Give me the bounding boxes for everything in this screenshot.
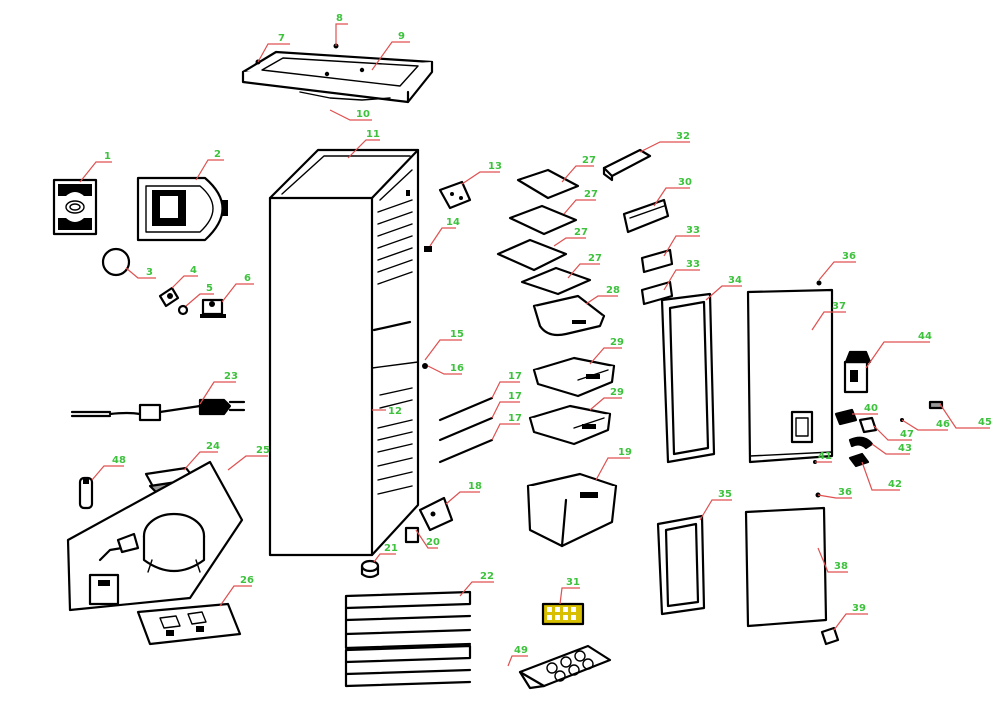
callout-label: 2: [214, 149, 221, 160]
callout-label: 34: [728, 275, 742, 286]
callout-label: 33: [686, 225, 700, 236]
dispenser-nozzle-part: [928, 400, 944, 410]
shelf-rail-part: [438, 396, 494, 464]
compressor-assembly-part: [66, 460, 244, 612]
dispenser-spout-part: [848, 436, 874, 450]
pcb-board-part: [136, 602, 242, 646]
callout-label: 10: [356, 109, 370, 120]
callout-label: 7: [278, 33, 285, 44]
callout-label: 36: [842, 251, 856, 262]
callout-label: 27: [574, 227, 588, 238]
power-cord-part: [70, 398, 246, 422]
dispenser-lever-part: [834, 408, 858, 426]
refrigerator-door-part: [744, 288, 834, 628]
callout-label: 24: [206, 441, 220, 452]
callout-label: 23: [224, 371, 238, 382]
callout-label: 1: [104, 151, 111, 162]
door-stop-part: [820, 626, 840, 646]
callout-label: 18: [468, 481, 482, 492]
leader-lines: [79, 23, 990, 667]
glass-shelf-part: [496, 168, 592, 296]
lamp-cover-part: [101, 247, 131, 277]
callout-label: 41: [818, 451, 832, 462]
control-panel-part: [52, 178, 98, 236]
callout-label: 17: [508, 413, 522, 424]
callout-label: 36: [838, 487, 852, 498]
callout-label: 15: [450, 329, 464, 340]
callout-label: 43: [898, 443, 912, 454]
callout-label: 6: [244, 273, 251, 284]
leveling-foot-part: [404, 526, 420, 544]
callout-label: 29: [610, 387, 624, 398]
callout-label: 25: [256, 445, 270, 456]
callout-label: 29: [610, 337, 624, 348]
screw-part: [424, 246, 432, 252]
callout-label: 13: [488, 161, 502, 172]
callout-label: 49: [514, 645, 528, 656]
callout-label: 35: [718, 489, 732, 500]
door-pin-part: [816, 280, 822, 286]
refrigerator-cabinet-part: [268, 148, 420, 557]
callout-label: 27: [588, 253, 602, 264]
callout-label: 14: [446, 217, 460, 228]
callout-label: 12: [388, 406, 402, 417]
callout-label: 38: [834, 561, 848, 572]
callout-label: 48: [112, 455, 126, 466]
callout-label: 33: [686, 259, 700, 270]
adjustable-foot-part: [360, 559, 380, 579]
freezer-drawer-part: [526, 472, 618, 548]
callout-label: 17: [508, 391, 522, 402]
lamp-bulb-part: [177, 304, 189, 316]
callout-label: 27: [584, 189, 598, 200]
lamp-housing-part: [136, 176, 228, 242]
callout-label: 32: [676, 131, 690, 142]
callout-label: 21: [384, 543, 398, 554]
callout-label: 8: [336, 13, 343, 24]
callout-label: 37: [832, 301, 846, 312]
callout-label: 47: [900, 429, 914, 440]
door-gasket-part: [656, 292, 716, 616]
wire-rack-part: [344, 590, 472, 688]
callout-label: 46: [936, 419, 950, 430]
hinge-lower-part: [418, 496, 454, 532]
switch-part: [200, 298, 226, 318]
callout-label: 20: [426, 537, 440, 548]
chiller-tray-part: [532, 294, 606, 337]
egg-tray-part: [518, 644, 612, 690]
dispenser-cap-part: [848, 452, 870, 468]
callout-label: 31: [566, 577, 580, 588]
callout-label: 22: [480, 571, 494, 582]
ice-tray-part: [541, 602, 585, 626]
door-bin-part: [602, 148, 674, 306]
callout-label: 17: [508, 371, 522, 382]
thermostat-knob-part: [422, 363, 428, 369]
relay-part: [78, 476, 94, 510]
callout-label: 11: [366, 129, 380, 140]
water-dispenser-part: [843, 350, 872, 394]
dispenser-bracket-part: [858, 416, 878, 434]
callout-label: 40: [864, 403, 878, 414]
callout-label: 9: [398, 31, 405, 42]
callout-label: 27: [582, 155, 596, 166]
top-cover-part: [241, 43, 434, 104]
callout-label: 44: [918, 331, 932, 342]
hinge-upper-part: [438, 180, 472, 210]
bulb-socket-part: [158, 286, 180, 308]
crisper-drawer-part: [528, 356, 616, 446]
callout-label: 16: [450, 363, 464, 374]
callout-label: 26: [240, 575, 254, 586]
callout-label: 39: [852, 603, 866, 614]
callout-label: 19: [618, 447, 632, 458]
callout-label: 4: [190, 265, 197, 276]
callout-label: 3: [146, 267, 153, 278]
callout-label: 42: [888, 479, 902, 490]
callout-label: 45: [978, 417, 992, 428]
callout-label: 5: [206, 283, 213, 294]
callout-label: 30: [678, 177, 692, 188]
callout-label: 28: [606, 285, 620, 296]
callout-labels: 7 8 9 10 11 1 2 3 4 5 6 13 14 15 16 12 2…: [104, 13, 992, 656]
